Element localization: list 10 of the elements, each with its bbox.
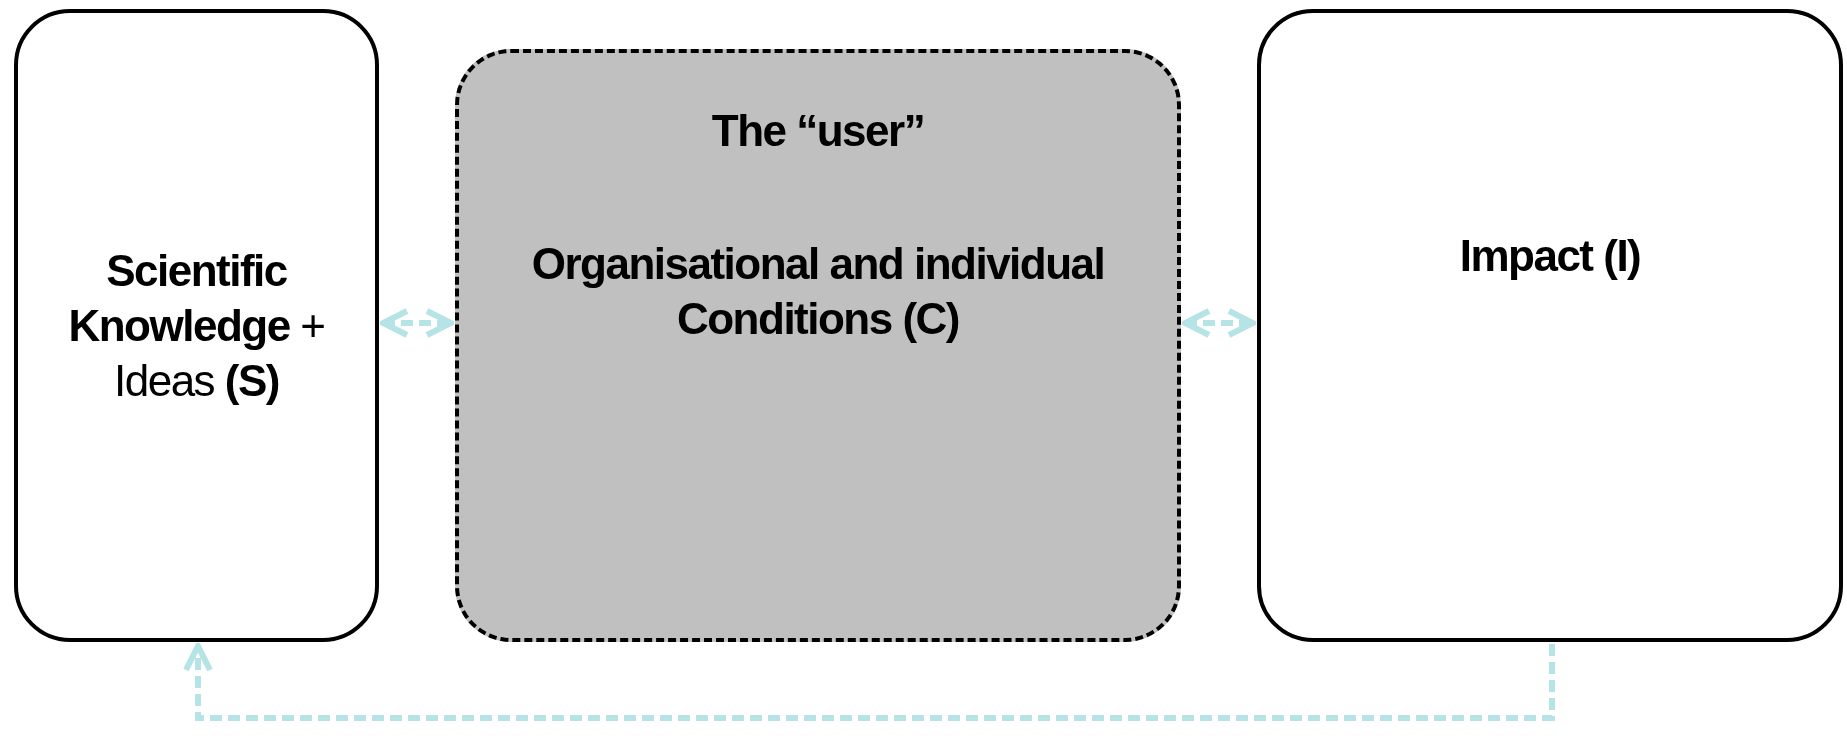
rounded-box [14, 9, 379, 642]
dashed-arrow [380, 308, 454, 338]
dashed-arrow [183, 643, 1555, 721]
rounded-box [1257, 9, 1843, 642]
node-text: Organisational and individual Conditions (C) [530, 238, 1106, 345]
node-text: Scientific Knowledge + Ideas (S) [67, 245, 326, 407]
node-text: Impact (I) [1459, 230, 1641, 282]
dashed-rounded-box [455, 49, 1181, 642]
dashed-arrow [1182, 308, 1256, 338]
node-text: The “user” [711, 105, 925, 157]
